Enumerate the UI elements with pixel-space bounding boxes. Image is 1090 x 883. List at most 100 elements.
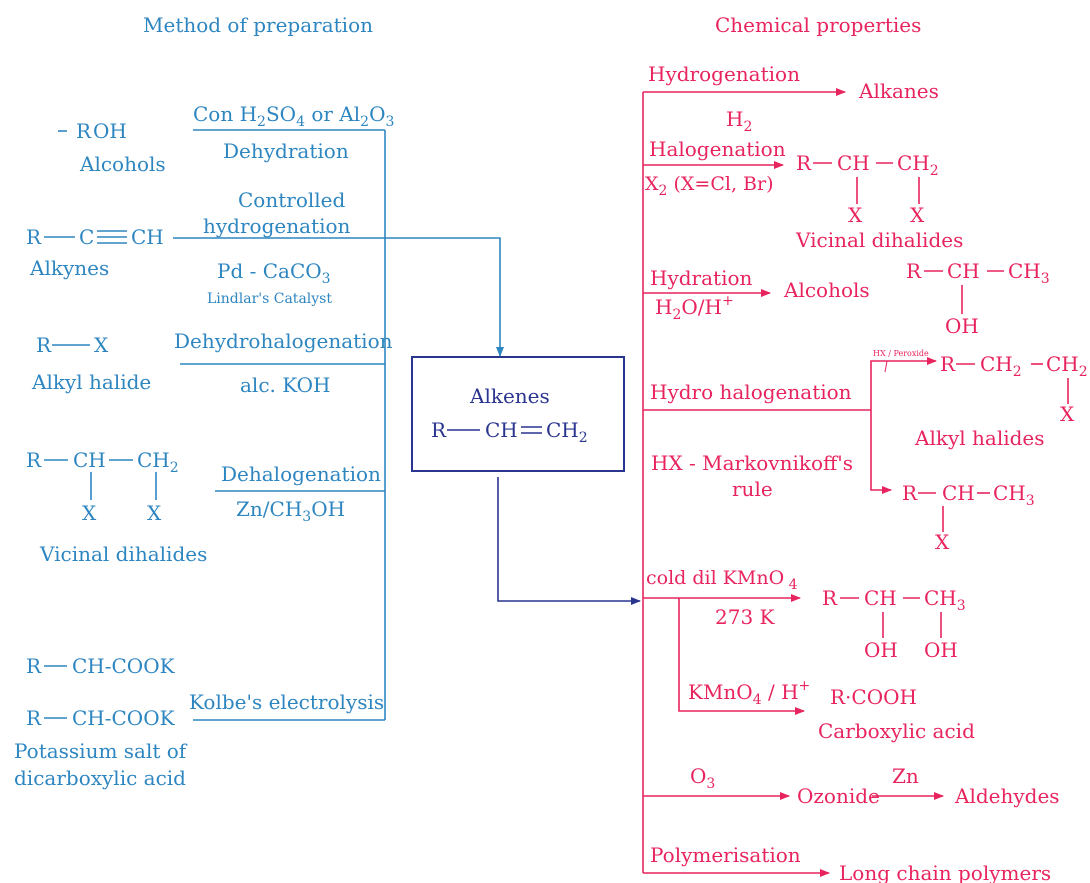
svg-text:CH: CH bbox=[485, 418, 518, 442]
svg-text:CH2: CH2 bbox=[546, 418, 588, 446]
svg-text:H2O/H+: H2O/H+ bbox=[655, 293, 734, 323]
svg-text:R: R bbox=[902, 481, 918, 505]
prep-alcohols: R OH Alcohols Con H2SO4 or Al2O3 Dehydra… bbox=[76, 102, 394, 176]
svg-text:Aldehydes: Aldehydes bbox=[954, 784, 1060, 808]
prop-ozonolysis: O3 Ozonide Zn Aldehydes bbox=[690, 764, 1060, 808]
svg-text:OH: OH bbox=[93, 119, 127, 143]
svg-text:Alkynes: Alkynes bbox=[29, 256, 109, 280]
svg-text:X: X bbox=[1060, 402, 1075, 426]
svg-text:R: R bbox=[906, 259, 922, 283]
prep-kolbe: R CH-COOK R CH-COOK Potassium salt of di… bbox=[14, 654, 384, 790]
svg-text:rule: rule bbox=[732, 477, 773, 501]
svg-text:Long chain polymers: Long chain polymers bbox=[839, 861, 1051, 883]
svg-text:Polymerisation: Polymerisation bbox=[650, 843, 801, 867]
svg-text:X: X bbox=[910, 203, 925, 227]
svg-text:Alkyl halides: Alkyl halides bbox=[914, 426, 1045, 450]
prep-alkynes: R C CH Alkynes Controlled hydrogenation … bbox=[26, 188, 351, 307]
prep-vicinal-dihalides: R CH CH2 X X Vicinal dihalides Dehalogen… bbox=[26, 448, 381, 566]
svg-text:R: R bbox=[822, 586, 838, 610]
svg-text:dicarboxylic acid: dicarboxylic acid bbox=[14, 766, 186, 790]
svg-text:Alcohols: Alcohols bbox=[79, 152, 166, 176]
svg-text:R: R bbox=[796, 151, 812, 175]
svg-text:X: X bbox=[848, 203, 863, 227]
svg-text:CH2: CH2 bbox=[137, 448, 179, 476]
svg-text:R: R bbox=[36, 333, 52, 357]
prop-halogenation: Halogenation X2 (X=Cl, Br) R CH CH2 X X … bbox=[645, 137, 963, 252]
svg-text:alc. KOH: alc. KOH bbox=[240, 373, 330, 397]
svg-text:Kolbe's electrolysis: Kolbe's electrolysis bbox=[189, 690, 384, 714]
svg-text:Alcohols: Alcohols bbox=[783, 278, 870, 302]
svg-text:CH3: CH3 bbox=[924, 586, 966, 614]
svg-text:R: R bbox=[26, 448, 42, 472]
svg-text:Alkenes: Alkenes bbox=[469, 384, 550, 408]
dehydration-label: Dehydration bbox=[223, 139, 349, 163]
svg-text:X: X bbox=[82, 501, 97, 525]
svg-text:Zn/CH3OH: Zn/CH3OH bbox=[236, 497, 345, 525]
heading-properties: Chemical properties bbox=[715, 13, 921, 37]
svg-text:CH2: CH2 bbox=[980, 352, 1022, 380]
svg-text:CH-COOK: CH-COOK bbox=[72, 654, 176, 678]
svg-text:cold dil KMnO 4: cold dil KMnO 4 bbox=[646, 567, 798, 593]
alkenes-box: Alkenes R CH CH2 bbox=[411, 356, 641, 605]
svg-text:R: R bbox=[26, 654, 42, 678]
svg-text:R: R bbox=[26, 706, 42, 730]
svg-text:Dehydrohalogenation: Dehydrohalogenation bbox=[174, 329, 393, 353]
svg-text:CH2: CH2 bbox=[897, 151, 939, 179]
svg-text:CH2: CH2 bbox=[1046, 352, 1088, 380]
svg-text:Potassium salt of: Potassium salt of bbox=[14, 739, 188, 763]
svg-text:Vicinal dihalides: Vicinal dihalides bbox=[795, 228, 963, 252]
svg-text:Alkanes: Alkanes bbox=[858, 79, 939, 103]
svg-text:OH: OH bbox=[924, 638, 958, 662]
svg-text:X2 (X=Cl, Br): X2 (X=Cl, Br) bbox=[645, 173, 774, 199]
preparation-connectors bbox=[44, 129, 504, 721]
prop-kmno4-cold: cold dil KMnO 4 273 K R CH CH3 OH OH bbox=[646, 567, 966, 662]
svg-text:CH: CH bbox=[864, 586, 897, 610]
svg-text:CH3: CH3 bbox=[993, 481, 1035, 509]
svg-text:R: R bbox=[940, 352, 956, 376]
svg-text:X: X bbox=[94, 333, 109, 357]
svg-text:273 K: 273 K bbox=[715, 605, 776, 629]
svg-text:CH: CH bbox=[73, 448, 106, 472]
svg-text:KMnO4 / H+: KMnO4 / H+ bbox=[688, 678, 810, 708]
svg-text:X: X bbox=[147, 501, 162, 525]
svg-text:HX - Markovnikoff's: HX - Markovnikoff's bbox=[651, 451, 853, 475]
svg-text:Zn: Zn bbox=[892, 764, 919, 788]
svg-text:Halogenation: Halogenation bbox=[649, 137, 786, 161]
svg-text:Hydrogenation: Hydrogenation bbox=[648, 62, 800, 86]
svg-text:Hydration: Hydration bbox=[650, 266, 753, 290]
svg-text:CH-COOK: CH-COOK bbox=[72, 706, 176, 730]
properties-connectors bbox=[642, 88, 1069, 877]
svg-text:R: R bbox=[26, 225, 42, 249]
svg-text:R: R bbox=[76, 119, 92, 143]
prop-polymerisation: Polymerisation Long chain polymers bbox=[650, 843, 1051, 883]
svg-text:X: X bbox=[935, 530, 950, 554]
dehydration-reagent: Con H2SO4 or Al2O3 bbox=[193, 102, 394, 130]
svg-text:Dehalogenation: Dehalogenation bbox=[221, 462, 381, 486]
svg-text:HX / Peroxide: HX / Peroxide bbox=[873, 349, 929, 358]
svg-text:CH: CH bbox=[947, 259, 980, 283]
svg-text:CH3: CH3 bbox=[1008, 259, 1050, 287]
svg-text:Ozonide: Ozonide bbox=[797, 784, 880, 808]
svg-text:Lindlar's Catalyst: Lindlar's Catalyst bbox=[207, 291, 332, 307]
svg-text:OH: OH bbox=[945, 314, 979, 338]
svg-text:Pd - CaCO3: Pd - CaCO3 bbox=[217, 259, 331, 287]
svg-text:Alkyl halide: Alkyl halide bbox=[31, 370, 151, 394]
svg-text:Controlled: Controlled bbox=[238, 188, 345, 212]
prop-kmno4-acid: KMnO4 / H+ R·COOH Carboxylic acid bbox=[688, 678, 975, 743]
svg-text:Hydro halogenation: Hydro halogenation bbox=[650, 380, 852, 404]
svg-text:CH: CH bbox=[131, 225, 164, 249]
svg-text:CH: CH bbox=[837, 151, 870, 175]
svg-text:Vicinal dihalides: Vicinal dihalides bbox=[39, 542, 207, 566]
prep-alkyl-halide: R X Alkyl halide Dehydrohalogenation alc… bbox=[31, 329, 393, 397]
prop-hydrohalogenation: Hydro halogenation HX / Peroxide R CH2 C… bbox=[650, 349, 1088, 554]
svg-text:CH: CH bbox=[942, 481, 975, 505]
svg-text:OH: OH bbox=[864, 638, 898, 662]
svg-text:H2: H2 bbox=[726, 107, 752, 135]
prop-hydrogenation: Hydrogenation H2 Alkanes bbox=[648, 62, 939, 135]
svg-text:R: R bbox=[431, 418, 447, 442]
heading-preparation: Method of preparation bbox=[143, 13, 373, 37]
prop-hydration: Hydration H2O/H+ Alcohols R CH CH3 OH bbox=[650, 259, 1050, 338]
svg-text:hydrogenation: hydrogenation bbox=[203, 214, 351, 238]
svg-text:Carboxylic acid: Carboxylic acid bbox=[818, 719, 975, 743]
